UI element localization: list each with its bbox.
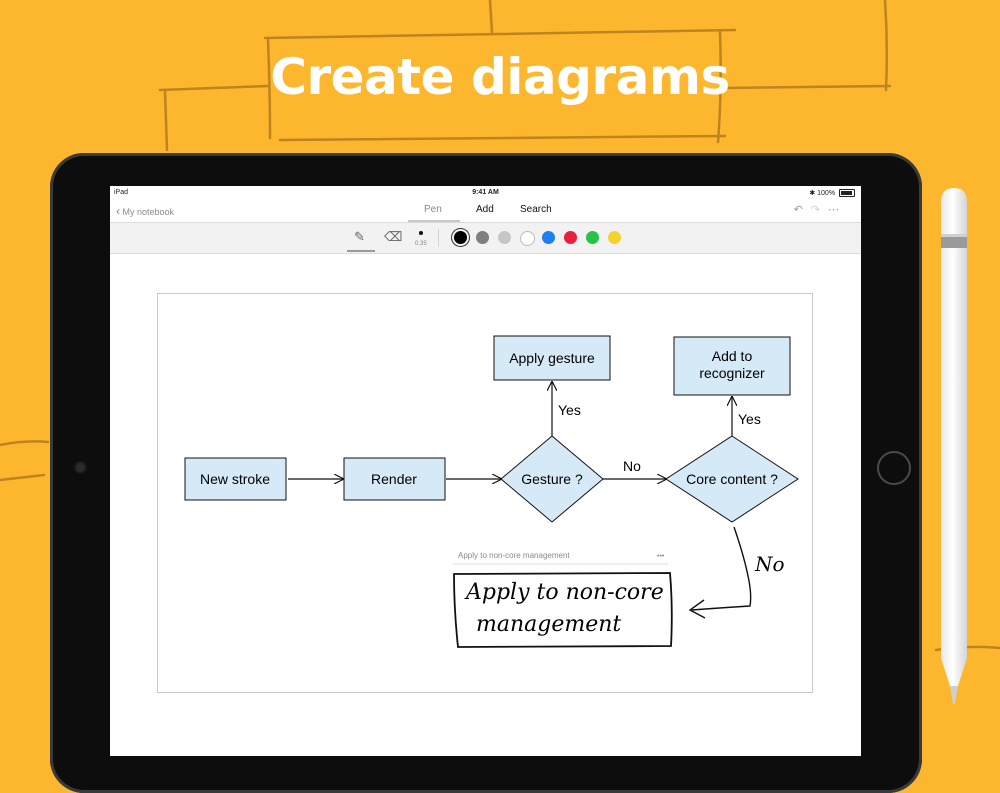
headline: Create diagrams	[270, 48, 730, 106]
color-swatch-white[interactable]	[520, 231, 535, 246]
edge-core-noncore	[691, 526, 752, 611]
node-render-label: Render	[371, 471, 417, 487]
camera-icon	[76, 463, 85, 472]
apple-pencil	[941, 188, 967, 704]
back-label: My notebook	[122, 207, 175, 217]
node-core-content-label: Core content ?	[686, 471, 778, 487]
label-gesture-no: No	[623, 458, 641, 474]
color-swatch-red[interactable]	[564, 231, 577, 244]
color-swatch-yellow[interactable]	[608, 231, 621, 244]
node-add-to-recognizer-label-1: Add to	[712, 348, 753, 364]
redo-icon[interactable]: ↷	[810, 204, 828, 216]
node-apply-gesture	[493, 335, 611, 381]
handwritten-line-2: management	[476, 612, 621, 637]
pen-toolbar: ✎ ⌫ 0.35	[110, 222, 861, 254]
node-core-content	[665, 435, 799, 523]
arrowhead-noncore	[688, 599, 706, 619]
node-add-to-recognizer-label-2: recognizer	[699, 365, 765, 381]
recognized-more-icon[interactable]: •••	[657, 553, 665, 560]
tab-search[interactable]: Search	[520, 204, 552, 215]
navigation-bar: ‹ My notebook Pen Add Search ↶↷⋯	[110, 200, 861, 222]
pen-tool-icon[interactable]: ✎	[354, 229, 365, 244]
node-render	[343, 457, 446, 501]
node-apply-gesture-label: Apply gesture	[509, 350, 595, 366]
battery-icon	[839, 189, 855, 198]
node-new-stroke	[184, 457, 287, 501]
clock: 9:41 AM	[472, 189, 499, 196]
node-new-stroke-label: New stroke	[200, 471, 270, 487]
bluetooth-icon: ✱	[809, 190, 816, 197]
flowchart: New stroke Render Gesture ? Apply gestur…	[184, 335, 799, 648]
label-core-no: No	[754, 552, 785, 576]
chevron-left-icon: ‹	[116, 204, 120, 218]
eraser-tool-icon[interactable]: ⌫	[384, 229, 403, 244]
stroke-size-label: 0.35	[415, 241, 427, 247]
pen-tool-indicator	[347, 250, 375, 252]
color-swatch-gray[interactable]	[476, 231, 489, 244]
nav-actions: ↶↷⋯	[794, 203, 847, 216]
battery-status: ✱ 100%	[809, 189, 855, 198]
stroke-size-icon[interactable]	[419, 231, 423, 235]
color-swatch-black[interactable]	[454, 231, 467, 244]
more-icon[interactable]: ⋯	[828, 204, 847, 216]
undo-icon[interactable]: ↶	[793, 204, 811, 216]
label-core-yes: Yes	[738, 411, 761, 427]
handwritten-box	[453, 572, 673, 648]
toolbar-divider	[438, 229, 439, 247]
label-gesture-yes: Yes	[558, 402, 581, 418]
home-button[interactable]	[877, 451, 911, 485]
node-gesture-label: Gesture ?	[521, 471, 583, 487]
device-label: iPad	[114, 189, 129, 196]
color-swatch-light-gray[interactable]	[498, 231, 511, 244]
ipad-screen: iPad 9:41 AM ✱ 100% ‹ My notebook Pen Ad…	[110, 186, 861, 756]
color-swatch-blue[interactable]	[542, 231, 555, 244]
back-button[interactable]: ‹ My notebook	[116, 204, 174, 218]
node-gesture	[500, 435, 604, 523]
status-bar: iPad 9:41 AM ✱ 100%	[110, 186, 861, 200]
tab-pen-indicator	[408, 220, 460, 222]
tab-add[interactable]: Add	[476, 204, 494, 215]
battery-percent: 100%	[817, 190, 836, 197]
node-add-to-recognizer	[673, 336, 791, 396]
color-swatch-green[interactable]	[586, 231, 599, 244]
recognized-text: Apply to non-core management	[458, 551, 570, 560]
tab-pen[interactable]: Pen	[424, 204, 442, 215]
drawing-canvas[interactable]: New stroke Render Gesture ? Apply gestur…	[157, 293, 813, 693]
handwritten-line-1: Apply to non-core	[464, 580, 664, 605]
